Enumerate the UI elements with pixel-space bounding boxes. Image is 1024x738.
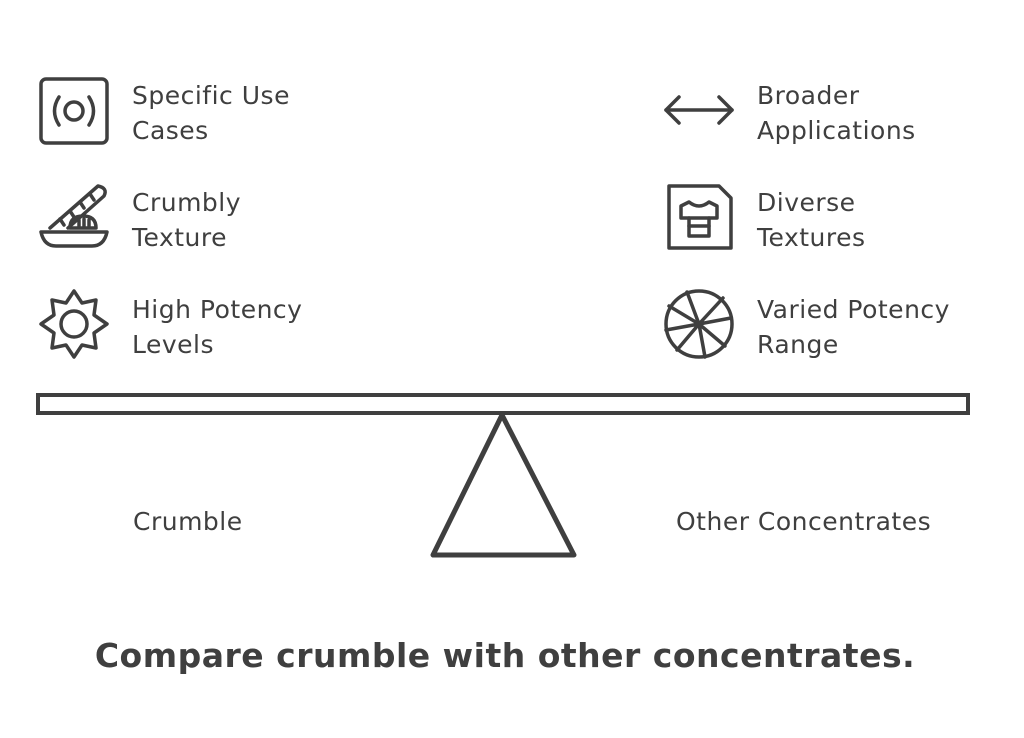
wheel-icon xyxy=(663,288,735,360)
right-item-line1: Diverse xyxy=(757,188,856,217)
diagram-title: Compare crumble with other concentrates. xyxy=(94,636,916,675)
right-item-line2: Range xyxy=(757,330,839,359)
target-frame-icon xyxy=(38,76,110,148)
bread-icon xyxy=(38,182,110,254)
double-arrow-icon xyxy=(663,76,735,148)
left-item-line1: Specific Use xyxy=(132,81,290,110)
right-item-line1: Varied Potency xyxy=(757,295,950,324)
sun-icon xyxy=(38,288,110,360)
left-item-line2: Levels xyxy=(132,330,215,359)
left-item-line2: Cases xyxy=(132,116,209,145)
right-item-line2: Textures xyxy=(757,223,866,252)
right-item-line1: Broader xyxy=(757,81,860,110)
right-item-line2: Applications xyxy=(757,116,916,145)
left-item-line1: Crumbly xyxy=(132,188,242,217)
seesaw-fulcrum xyxy=(430,412,577,558)
seesaw-beam xyxy=(36,393,970,415)
left-side-label: Crumble xyxy=(133,507,243,536)
left-item-line2: Texture xyxy=(132,223,228,252)
shirt-card-icon xyxy=(663,182,735,254)
right-side-label: Other Concentrates xyxy=(676,507,932,536)
left-item-line1: High Potency xyxy=(132,295,303,324)
